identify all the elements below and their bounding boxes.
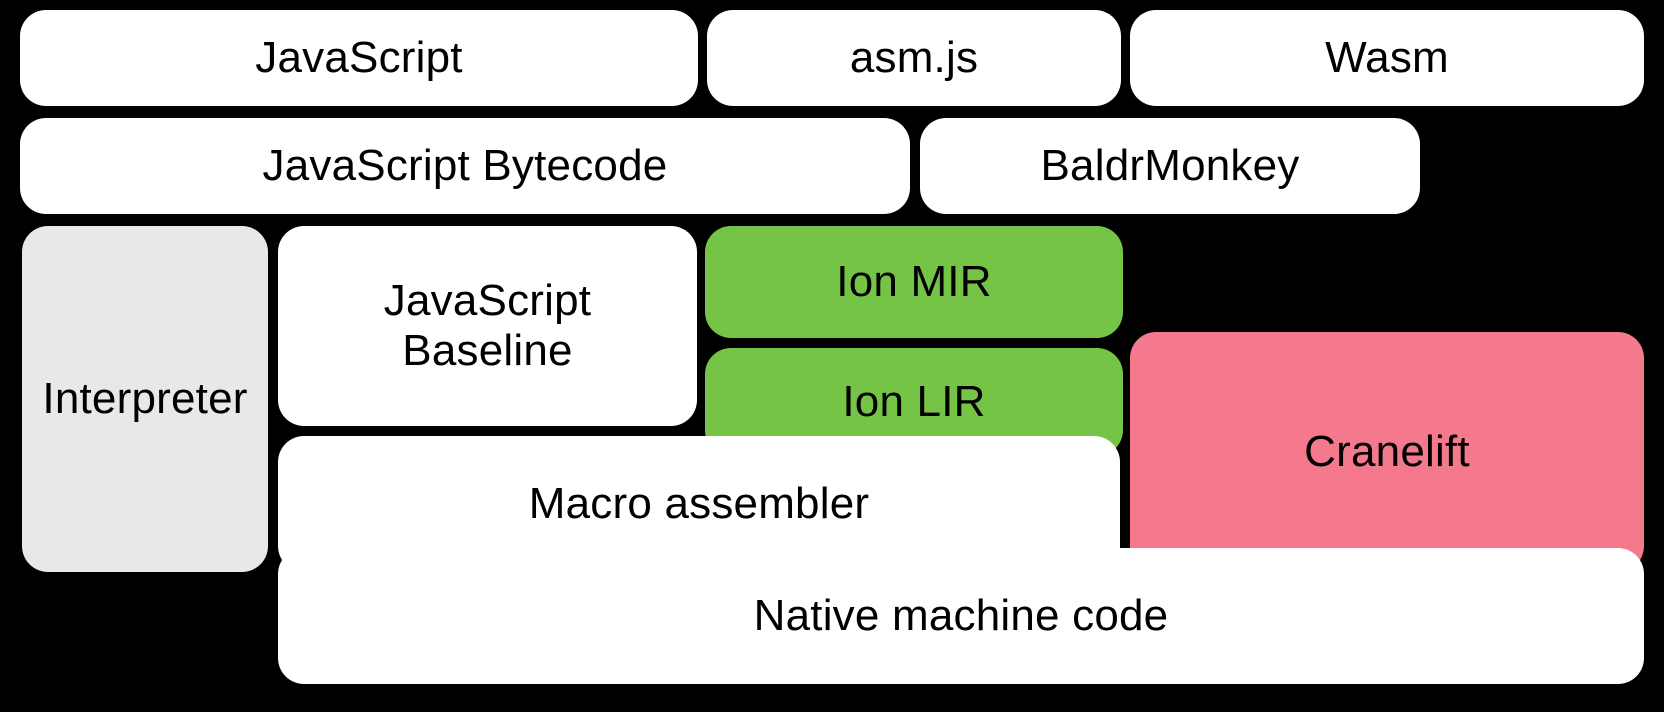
- node-javascript-bytecode[interactable]: JavaScript Bytecode: [20, 118, 910, 214]
- node-wasm[interactable]: Wasm: [1130, 10, 1644, 106]
- node-baldrmonkey[interactable]: BaldrMonkey: [920, 118, 1420, 214]
- node-asm-js[interactable]: asm.js: [707, 10, 1121, 106]
- node-cranelift[interactable]: Cranelift: [1130, 332, 1644, 572]
- node-javascript-baseline[interactable]: JavaScript Baseline: [278, 226, 697, 426]
- node-native-machine-code[interactable]: Native machine code: [278, 548, 1644, 684]
- node-interpreter[interactable]: Interpreter: [22, 226, 268, 572]
- node-ion-mir[interactable]: Ion MIR: [705, 226, 1123, 338]
- node-javascript[interactable]: JavaScript: [20, 10, 698, 106]
